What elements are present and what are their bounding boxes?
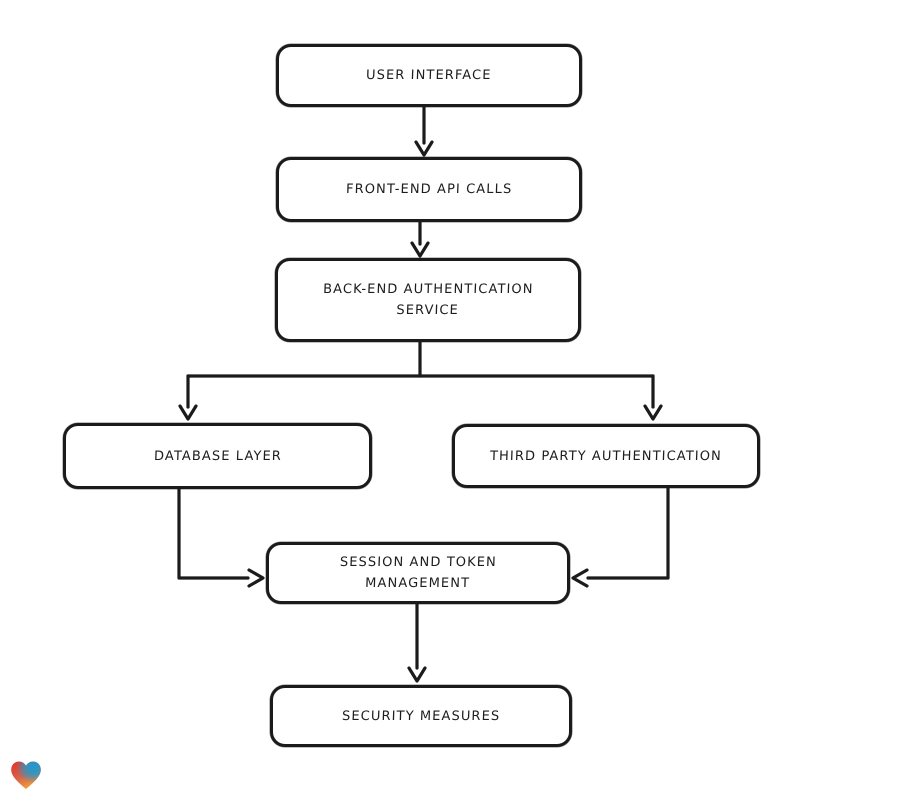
node-label: FRONT-END API CALLS: [345, 182, 513, 197]
node-back-end-authentication-service[interactable]: BACK-END AUTHENTICATION SERVICE: [275, 258, 581, 342]
node-front-end-api-calls[interactable]: FRONT-END API CALLS: [276, 157, 582, 222]
node-label: BACK-END AUTHENTICATION SERVICE: [322, 282, 534, 318]
edge-thirdparty-to-session: [571, 486, 670, 588]
edge-ui-to-frontend: [414, 105, 434, 157]
node-label: SESSION AND TOKEN MANAGEMENT: [339, 555, 498, 591]
node-label: THIRD PARTY AUTHENTICATION: [489, 448, 723, 464]
node-security-measures[interactable]: SECURITY MEASURES: [270, 685, 572, 747]
node-label: SECURITY MEASURES: [341, 708, 501, 724]
node-user-interface[interactable]: USER INTERFACE: [276, 44, 582, 107]
node-label: USER INTERFACE: [365, 68, 493, 83]
node-session-and-token-management[interactable]: SESSION AND TOKEN MANAGEMENT: [266, 542, 570, 604]
gradient-heart-icon[interactable]: [10, 760, 42, 791]
node-label: DATABASE LAYER: [153, 448, 282, 464]
edge-backend-split: [178, 340, 663, 421]
node-database-layer[interactable]: DATABASE LAYER: [63, 423, 372, 489]
edge-frontend-to-backend: [410, 220, 430, 258]
edge-database-to-session: [177, 486, 265, 588]
edge-session-to-security: [407, 602, 427, 683]
node-third-party-authentication[interactable]: THIRD PARTY AUTHENTICATION: [452, 424, 760, 488]
